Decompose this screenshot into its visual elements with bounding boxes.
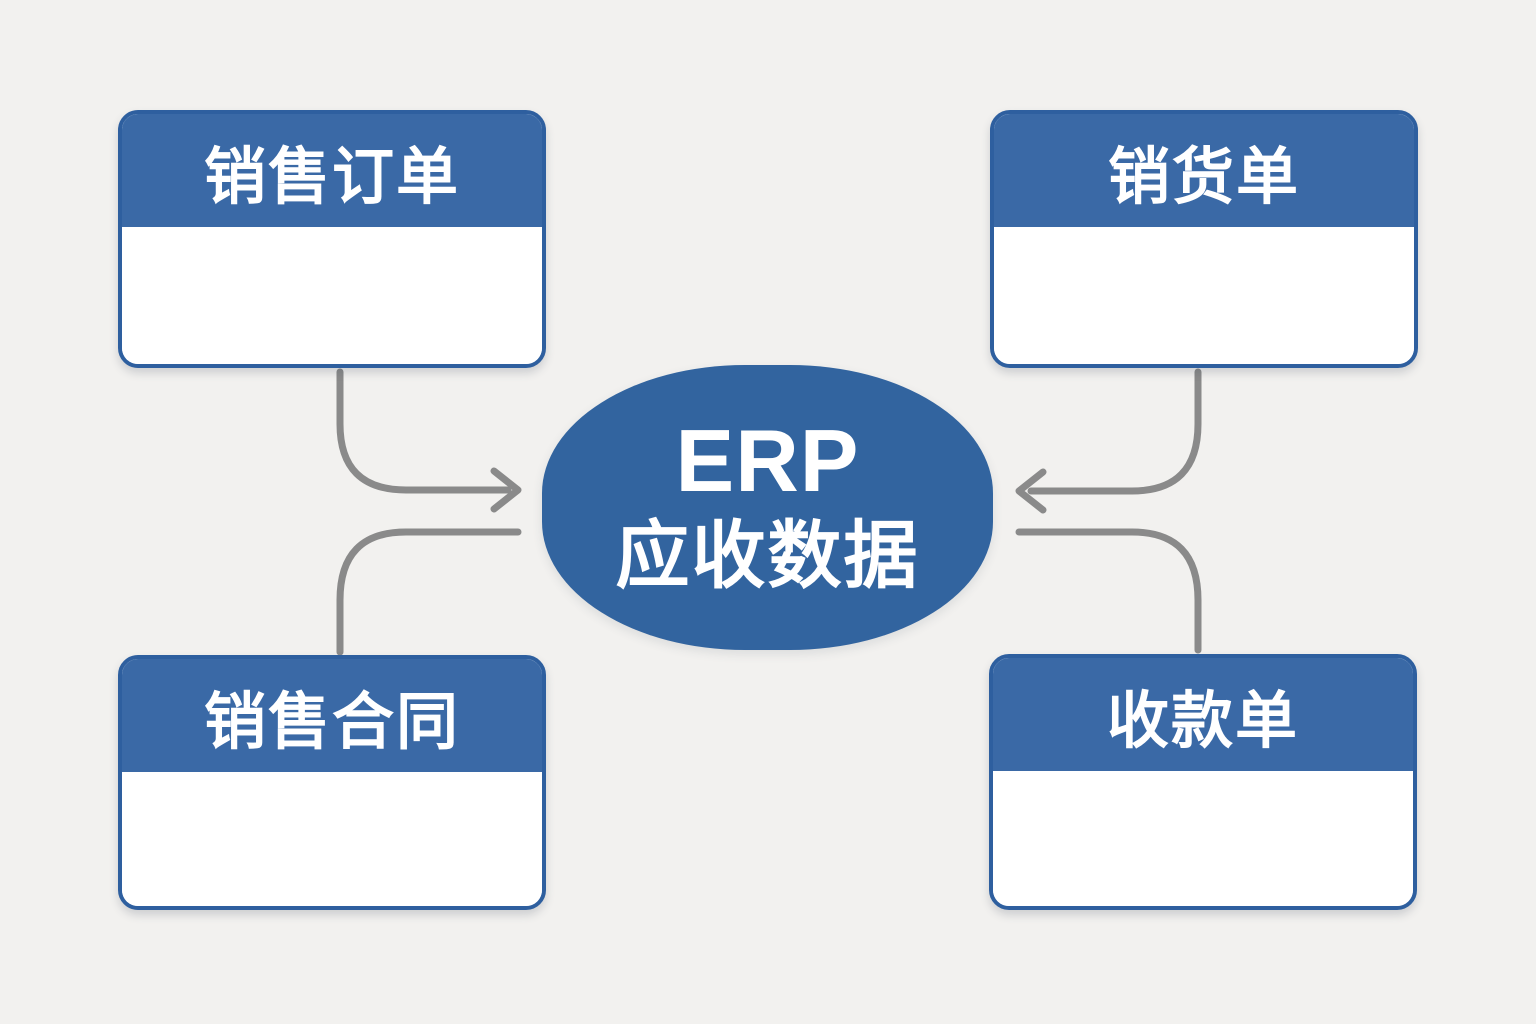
node-receipt: 收款单 [989, 654, 1417, 910]
node-sales-contract-title: 销售合同 [122, 659, 542, 772]
node-sales-order-body [122, 227, 542, 364]
node-sales-invoice-title: 销货单 [994, 114, 1414, 227]
center-node-line1: ERP [675, 410, 860, 510]
connector-receipt-to-center [1015, 528, 1202, 654]
node-sales-invoice: 销货单 [990, 110, 1418, 368]
node-sales-contract: 销售合同 [118, 655, 546, 910]
connector-sales-order-to-center [336, 368, 522, 513]
center-node-line2: 应收数据 [615, 513, 920, 597]
connector-sales-invoice-to-center [1015, 368, 1202, 514]
connector-sales-contract-to-center [336, 528, 522, 656]
center-node-erp-receivables: ERP 应收数据 [542, 365, 993, 650]
node-receipt-title: 收款单 [993, 658, 1413, 771]
node-sales-contract-body [122, 772, 542, 906]
node-sales-order-title: 销售订单 [122, 114, 542, 227]
node-receipt-body [993, 771, 1413, 906]
node-sales-order: 销售订单 [118, 110, 546, 368]
node-sales-invoice-body [994, 227, 1414, 364]
arrowhead-right-icon [490, 467, 522, 513]
arrowhead-left-icon [1015, 468, 1047, 514]
